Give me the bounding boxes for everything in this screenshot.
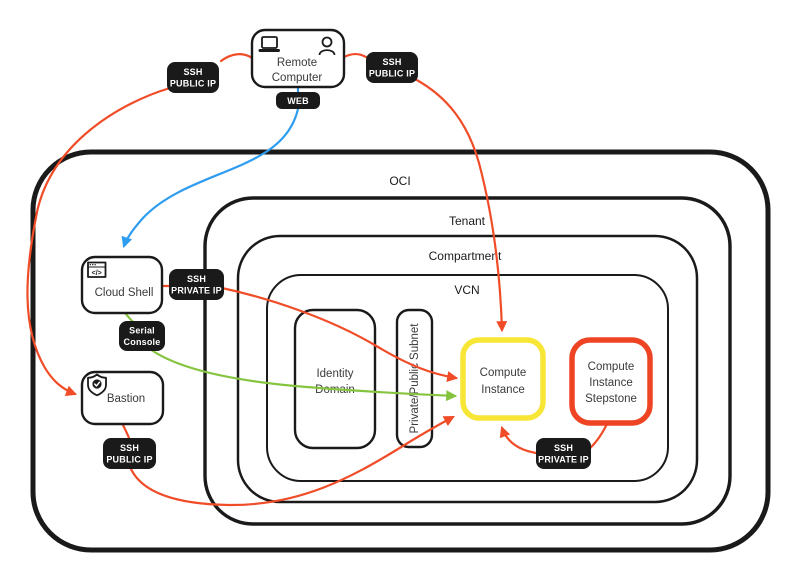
- edge-bastion-ssh-public-to-compute: [129, 415, 455, 507]
- ssh-private-ip-cloud-shell-line1: SSH: [187, 274, 206, 284]
- edge-remote-to-ssh-public-right: [342, 52, 368, 59]
- stepstone-label-line1: Compute: [588, 361, 635, 373]
- web-label: WEB: [287, 96, 309, 106]
- oci-label: OCI: [389, 174, 410, 188]
- tenant-container: [203, 196, 732, 526]
- ssh-private-ip-cloud-shell-badge: SSH PRIVATE IP: [169, 269, 224, 300]
- ssh-private-ip-stepstone-badge: SSH PRIVATE IP: [536, 438, 591, 469]
- identity-domain-node: Identity Domain: [293, 308, 377, 450]
- ssh-public-ip-top-left-badge: SSH PUBLIC IP: [167, 62, 219, 93]
- ssh-private-ip-stepstone-line2: PRIVATE IP: [538, 455, 589, 465]
- cloud-shell-node: </> Cloud Shell: [80, 255, 164, 315]
- ssh-public-ip-top-right-line1: SSH: [382, 57, 401, 67]
- stepstone-label-line2: Instance: [589, 377, 632, 389]
- ssh-private-ip-cloud-shell-line2: PRIVATE IP: [171, 286, 222, 296]
- ssh-public-ip-top-right-badge: SSH PUBLIC IP: [366, 52, 418, 83]
- remote-computer-node: Remote Computer: [250, 28, 346, 89]
- svg-text:</>: </>: [92, 270, 102, 277]
- tenant-label: Tenant: [449, 214, 486, 228]
- edge-web-to-cloud-shell: [121, 107, 300, 249]
- user-icon: [318, 36, 336, 56]
- ssh-private-ip-stepstone-line1: SSH: [554, 443, 573, 453]
- compute-instance-node: Compute Instance: [460, 337, 546, 421]
- ssh-public-ip-bastion-badge: SSH PUBLIC IP: [103, 438, 156, 469]
- remote-computer-label-line2: Computer: [272, 72, 323, 84]
- subnet-label: Private/Public Subnet: [409, 323, 421, 434]
- edge-serial-console-to-compute: [148, 347, 458, 402]
- ssh-public-ip-top-left-line1: SSH: [183, 67, 202, 77]
- laptop-icon: [258, 36, 280, 52]
- ssh-public-ip-bastion-line1: SSH: [120, 443, 139, 453]
- bastion-label: Bastion: [107, 393, 145, 405]
- identity-domain-label-line1: Identity: [316, 368, 353, 380]
- edge-ssh-public-left-to-bastion: [26, 86, 172, 396]
- compute-instance-stepstone-node: Compute Instance Stepstone: [569, 337, 653, 426]
- ssh-public-ip-top-left-line2: PUBLIC IP: [170, 79, 216, 89]
- oci-container: [30, 149, 771, 553]
- compartment-label: Compartment: [429, 249, 502, 263]
- web-badge: WEB: [276, 92, 320, 109]
- serial-console-line2: Console: [124, 337, 161, 347]
- vcn-container: [266, 274, 669, 482]
- shield-check-icon: [87, 373, 107, 397]
- serial-console-badge: Serial Console: [119, 321, 165, 351]
- edge-remote-to-ssh-public-left: [219, 53, 254, 63]
- compartment-container: [236, 234, 699, 504]
- subnet-node: Private/Public Subnet: [395, 308, 434, 449]
- code-window-icon: </>: [87, 261, 107, 278]
- ssh-public-ip-top-right-line2: PUBLIC IP: [369, 69, 415, 79]
- bastion-node: Bastion: [80, 370, 165, 426]
- serial-console-line1: Serial: [129, 326, 155, 336]
- cloud-shell-label: Cloud Shell: [95, 287, 154, 299]
- compute-instance-label-line2: Instance: [481, 384, 524, 396]
- edge-ssh-private-to-compute: [220, 286, 459, 382]
- edge-ssh-public-right-to-compute: [413, 77, 508, 333]
- remote-computer-label-line1: Remote: [277, 57, 317, 69]
- ssh-public-ip-bastion-line2: PUBLIC IP: [106, 455, 152, 465]
- vcn-label: VCN: [454, 283, 479, 297]
- compute-instance-label-line1: Compute: [480, 367, 527, 379]
- edge-stepstone-ssh-private-to-compute: [499, 425, 538, 455]
- stepstone-label-line3: Stepstone: [585, 393, 637, 405]
- edge-bastion-to-ssh-public: [121, 423, 131, 440]
